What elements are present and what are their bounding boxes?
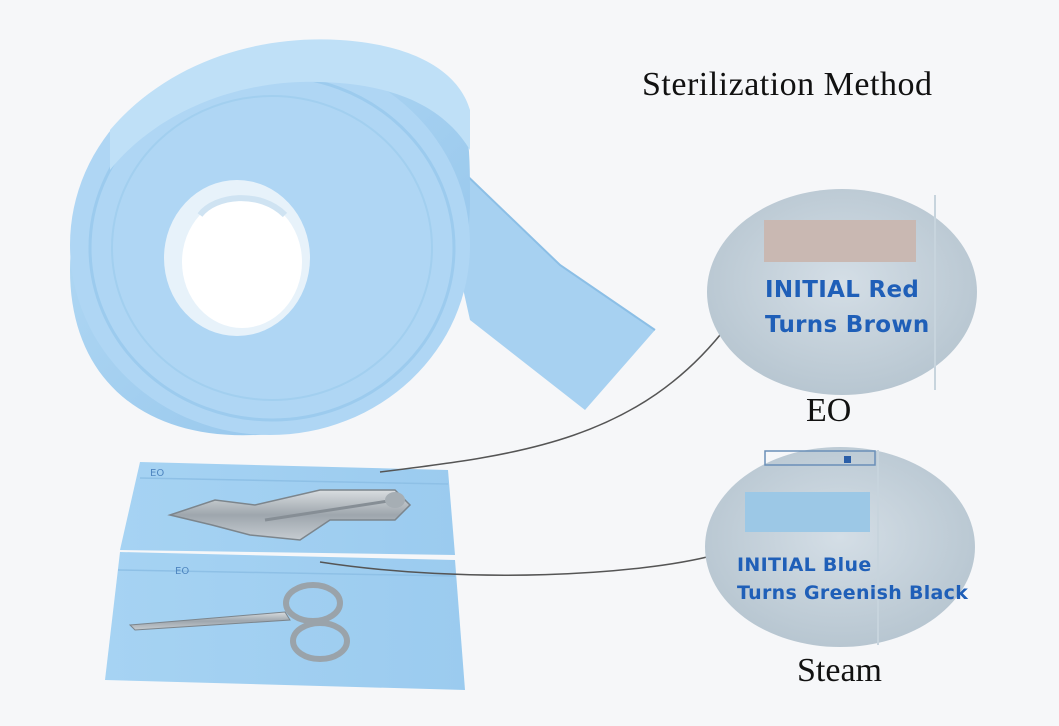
steam-indicator-line2: Turns Greenish Black xyxy=(737,582,969,604)
steam-label: Steam xyxy=(797,652,882,689)
top-pouch-code: EO xyxy=(150,468,165,479)
eo-connector-line xyxy=(379,324,729,473)
eo-label: EO xyxy=(806,392,852,429)
sterilization-roll xyxy=(70,39,656,436)
eo-indicator-line1: INITIAL Red xyxy=(765,277,920,303)
eo-zoom-circle xyxy=(707,189,977,395)
roll-tape-strip xyxy=(430,140,655,410)
steam-indicator-patch xyxy=(745,492,870,532)
sterilization-pouch-bottom xyxy=(105,552,465,690)
steam-connector-line xyxy=(319,554,716,576)
eo-indicator-patch xyxy=(764,220,916,262)
bottom-pouch-code: EO xyxy=(175,566,190,577)
sterilization-pouch-top xyxy=(120,462,455,555)
page-title: Sterilization Method xyxy=(642,66,933,103)
steam-indicator-line1: INITIAL Blue xyxy=(737,554,872,576)
nail-clipper xyxy=(167,489,412,541)
scissors xyxy=(128,582,350,662)
eo-indicator-line2: Turns Brown xyxy=(765,312,930,338)
steam-zoom-circle xyxy=(705,447,975,647)
